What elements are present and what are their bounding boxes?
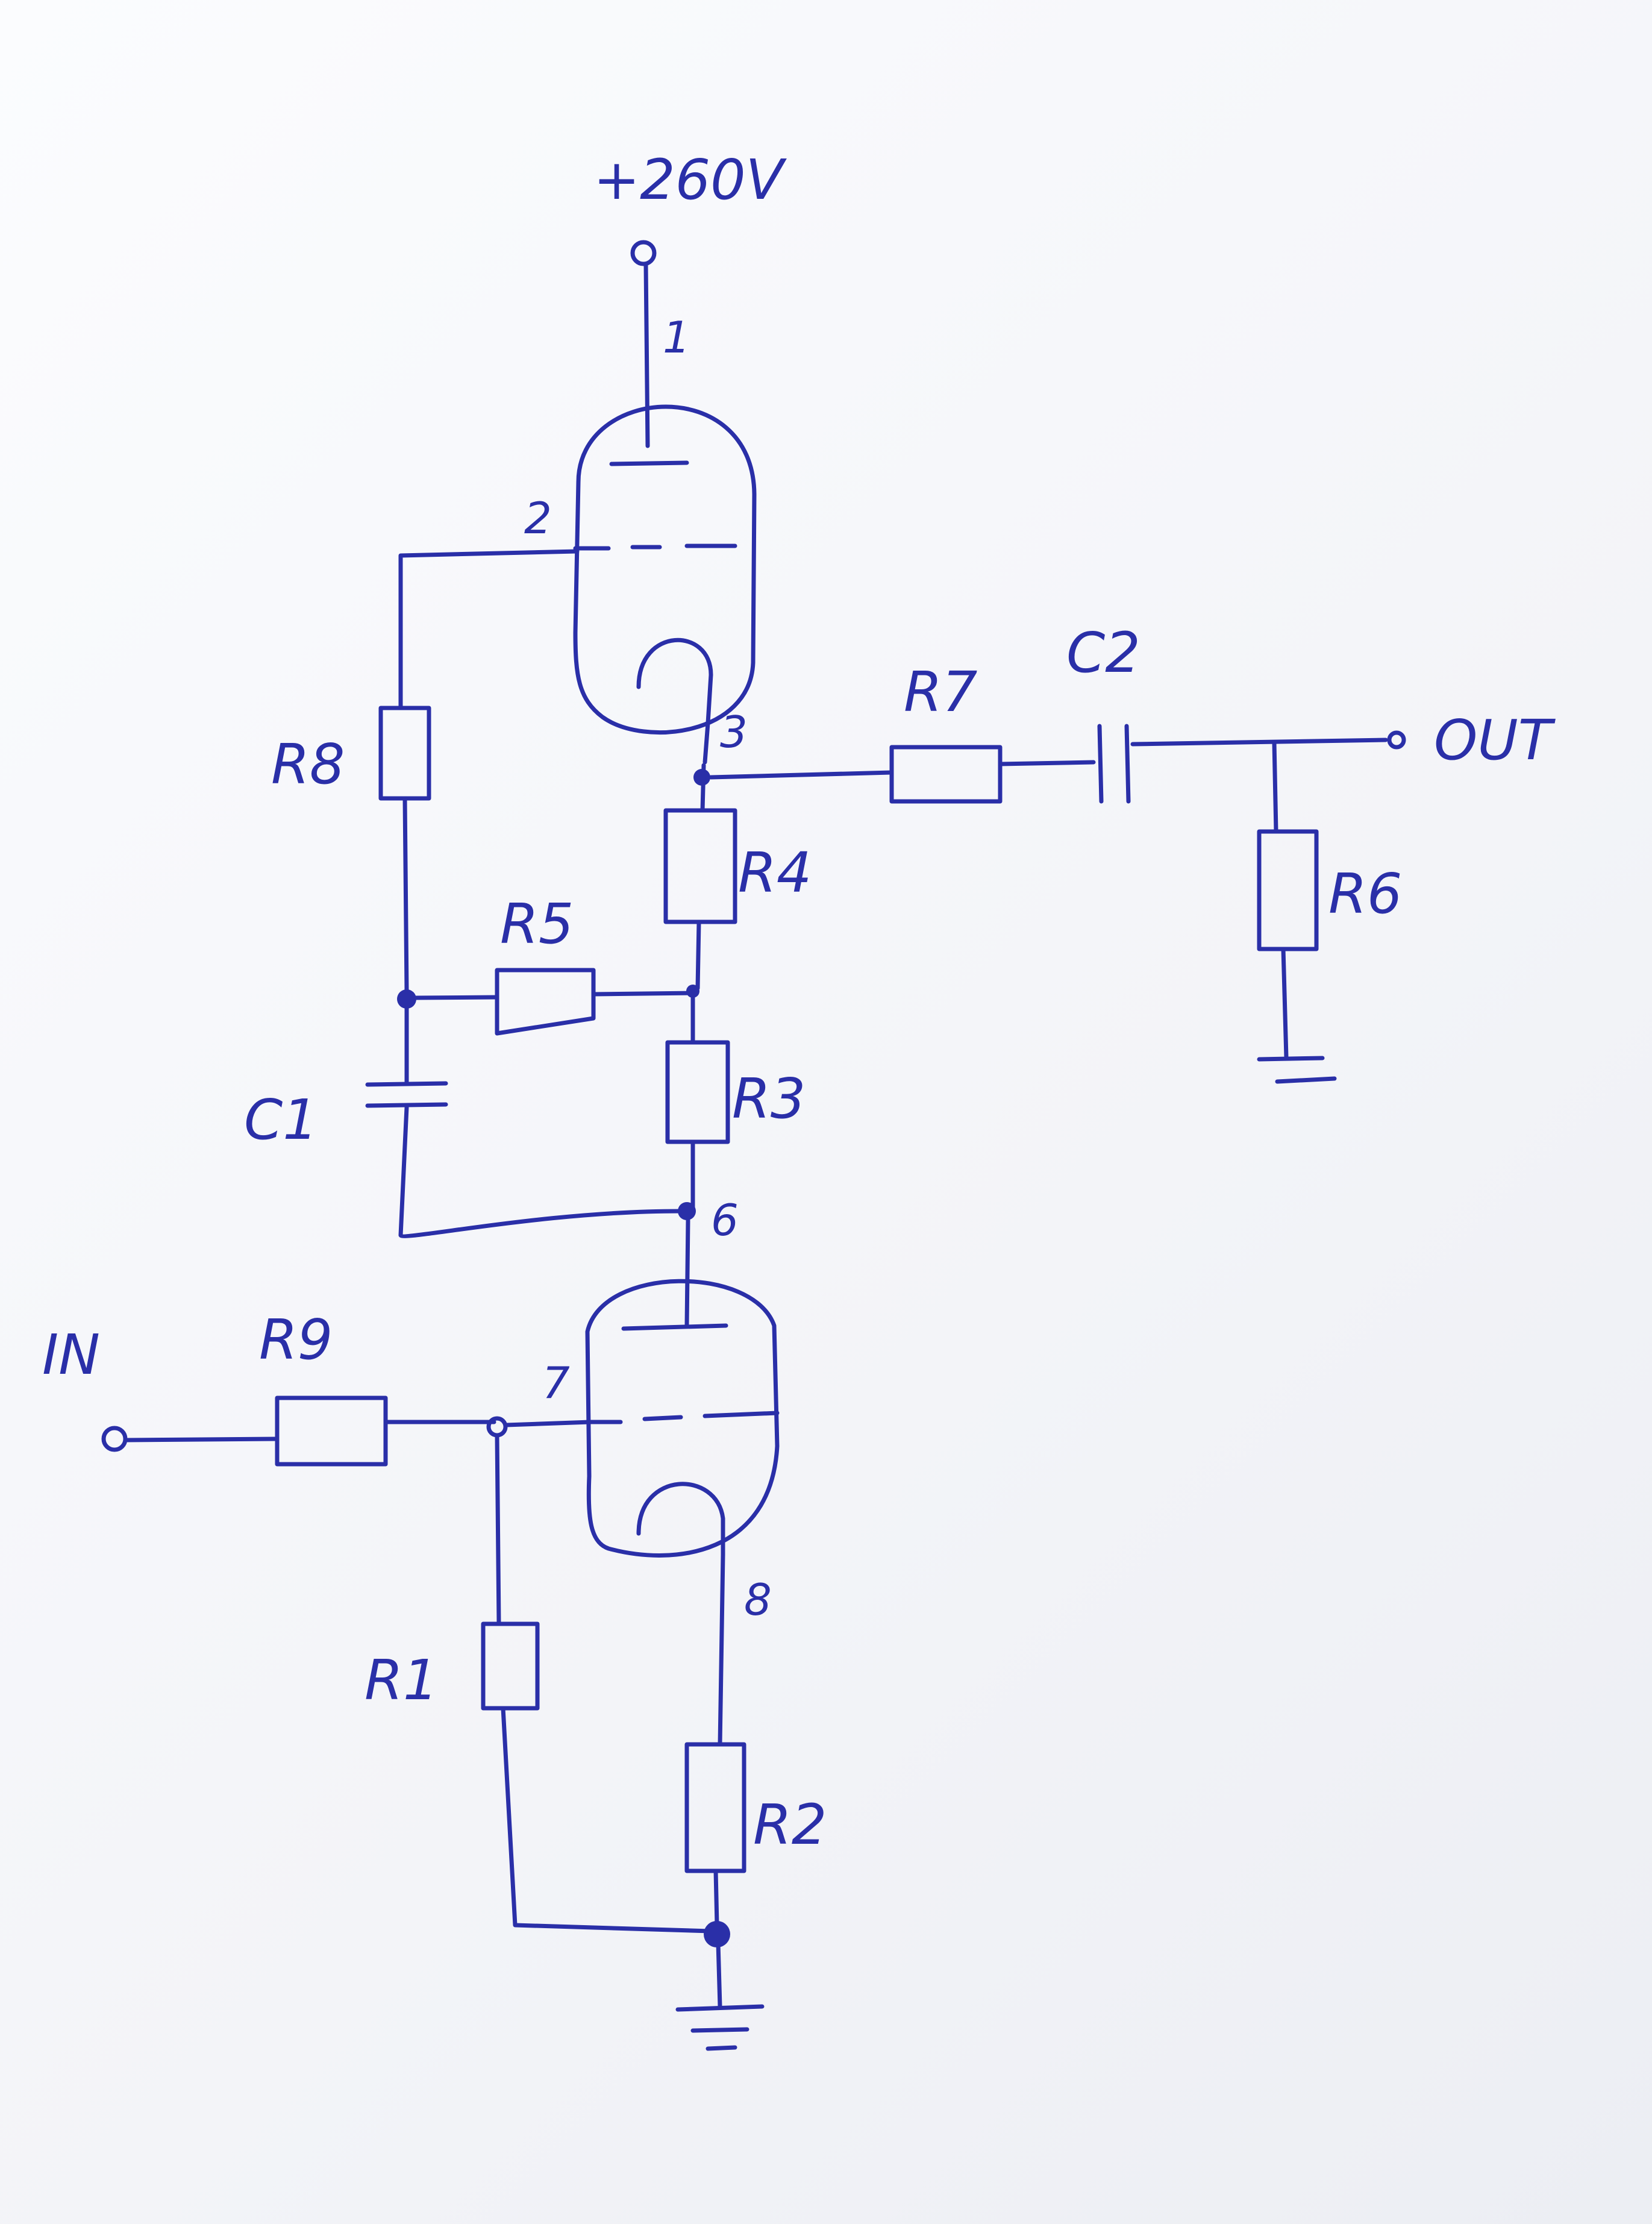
r1-label: R1 — [365, 1648, 438, 1712]
upper-tube-pin-3-label: 3 — [720, 707, 748, 757]
lower-tube-grid — [588, 1411, 780, 1424]
lower-tube-pin-7-label: 7 — [542, 1358, 570, 1408]
upper-tube-envelope — [573, 404, 757, 735]
upper-tube-pin-1-label: 1 — [663, 312, 690, 363]
input-label: IN — [42, 1323, 100, 1387]
resistor-r7 — [889, 745, 1096, 804]
cathode-wire — [700, 763, 706, 813]
upper-tube-pin-2-label: 2 — [524, 493, 552, 543]
output-wire-1 — [709, 770, 894, 780]
upper-tube-grid — [573, 543, 737, 551]
upper-tube-cathode — [636, 637, 713, 765]
resistor-r3 — [665, 992, 730, 1211]
upper-tube-plate — [609, 460, 689, 466]
r9-label: R9 — [259, 1308, 333, 1372]
lower-tube — [585, 1279, 780, 1558]
upper-tube — [573, 404, 757, 765]
r8-label: R8 — [271, 732, 345, 797]
capacitor-c1 — [365, 998, 683, 1238]
lower-tube-pin-8-label: 8 — [744, 1574, 772, 1625]
lower-tube-plate — [621, 1323, 728, 1331]
lower-tube-pin-6-label: 6 — [711, 1195, 739, 1245]
resistor-r6 — [1257, 740, 1319, 1060]
lower-tube-cathode — [636, 1482, 725, 1557]
node-ground-lower — [704, 1921, 730, 1947]
resistor-r1 — [481, 1433, 713, 1934]
ground-symbol-lower — [675, 1941, 765, 2051]
lower-tube-envelope — [585, 1279, 780, 1558]
r4-label: R4 — [738, 841, 812, 905]
output-label: OUT — [1434, 708, 1556, 772]
supply-label: +260V — [593, 148, 787, 212]
supply-wire — [643, 263, 650, 448]
capacitor-c2 — [1097, 724, 1388, 804]
output-terminal — [1387, 730, 1406, 750]
grid-wire-lower — [504, 1420, 593, 1427]
input-terminal — [101, 1426, 128, 1452]
node-grid-7 — [486, 1416, 508, 1438]
c2-label: C2 — [1066, 621, 1140, 685]
r3-label: R3 — [732, 1067, 806, 1131]
r7-label: R7 — [904, 660, 977, 724]
resistor-r8 — [378, 706, 431, 994]
r6-label: R6 — [1328, 862, 1402, 926]
supply-terminal — [630, 240, 657, 266]
node-anode-6 — [678, 1202, 696, 1220]
grid-wire-upper — [398, 549, 580, 710]
c1-label: C1 — [244, 1088, 318, 1152]
anode-wire-lower — [684, 1218, 690, 1328]
resistor-r9 — [124, 1395, 496, 1467]
resistor-r5 — [413, 968, 695, 1036]
resistor-r4 — [663, 808, 737, 991]
ground-symbol-upper — [1257, 1056, 1337, 1084]
r5-label: R5 — [500, 892, 574, 956]
r2-label: R2 — [753, 1793, 827, 1857]
resistor-r2 — [684, 1552, 746, 1928]
